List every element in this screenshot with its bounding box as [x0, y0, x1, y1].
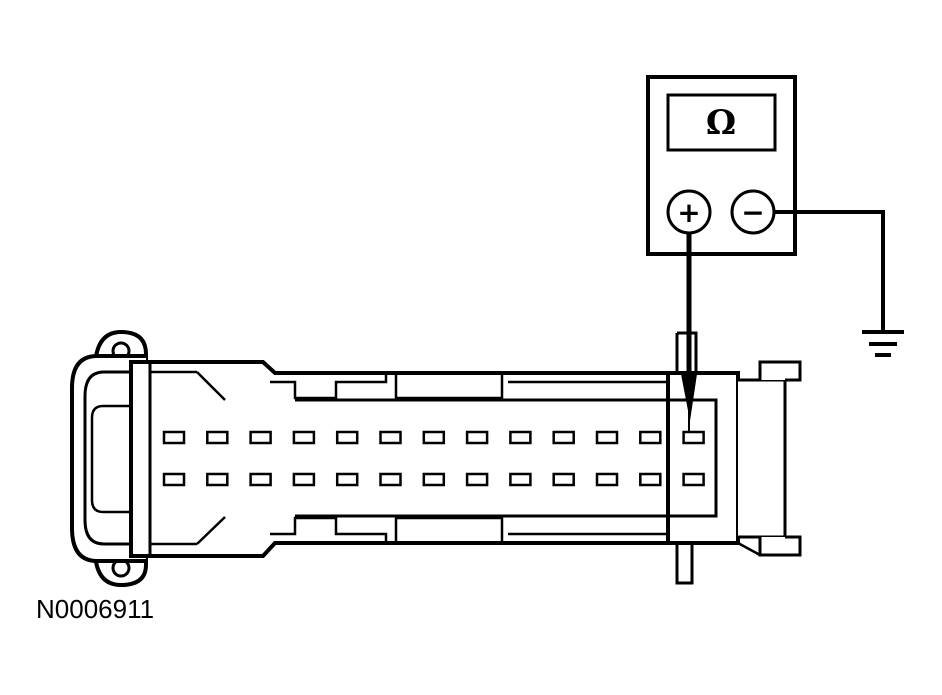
connector-housing [129, 360, 670, 558]
pin-cavity-r2-p1 [162, 472, 186, 487]
housing-bottom-bevel [196, 516, 226, 545]
pin-cavity-r1-p10 [552, 430, 575, 445]
pin-cavity-r1-p5 [335, 430, 359, 445]
pin-cavity-r2-p6 [379, 472, 402, 487]
ground-icon [862, 330, 904, 357]
pin-cavity-r1-p6 [379, 430, 402, 445]
pin-cavity-r1-p11 [595, 430, 619, 445]
test-leads [686, 210, 885, 372]
pin-cavity-r2-p12 [639, 472, 662, 487]
pin-cavities [162, 430, 705, 487]
pin-cavity-r1-p12 [639, 430, 662, 445]
top-rib [270, 373, 668, 400]
pin-cavity-r2-p7 [422, 472, 446, 487]
connector-hood-inner [83, 370, 131, 546]
pin-cavity-r2-p11 [595, 472, 619, 487]
pin-cavity-r2-p8 [465, 472, 489, 487]
bottom-rib [270, 516, 668, 543]
latch-lever [90, 404, 131, 514]
pin-cavity-field [295, 398, 718, 518]
pin-cavity-r2-p13 [682, 472, 705, 487]
connector [70, 329, 802, 588]
pin-cavity-r2-p5 [335, 472, 359, 487]
ohmmeter-display [666, 93, 777, 152]
ohm-symbol: Ω [706, 103, 736, 143]
pin-cavity-r2-p10 [552, 472, 575, 487]
pin-cavity-r1-p7 [422, 430, 446, 445]
rear-flange-top [758, 360, 802, 382]
ohmmeter: Ω + − [646, 75, 797, 256]
pin-cavity-r2-p9 [509, 472, 532, 487]
upper-side-tab [677, 331, 698, 373]
pin-cavity-r1-p1 [162, 430, 186, 445]
pin-cavity-r1-p9 [509, 430, 532, 445]
lower-side-tab [675, 543, 694, 585]
pin-cavity-r1-p8 [465, 430, 489, 445]
housing-top-bevel [196, 371, 226, 401]
pin-cavity-r1-p3 [249, 430, 272, 445]
pin-cavity-r2-p4 [292, 472, 316, 487]
pin-cavity-r1-p4 [292, 430, 316, 445]
pin-cavity-r2-p3 [249, 472, 272, 487]
negative-lead-to-ground [774, 210, 885, 330]
figure-id: N0006911 [36, 594, 154, 624]
rear-seal [738, 378, 787, 539]
pin-cavity-r2-p2 [206, 472, 229, 487]
pin-cavity-r1-p13 [682, 430, 705, 445]
negative-terminal-label: − [741, 196, 764, 229]
probe-tip [681, 370, 697, 432]
positive-terminal-label: + [677, 196, 700, 229]
pin-cavity-r1-p2 [206, 430, 229, 445]
rear-flange-bottom [758, 535, 802, 557]
